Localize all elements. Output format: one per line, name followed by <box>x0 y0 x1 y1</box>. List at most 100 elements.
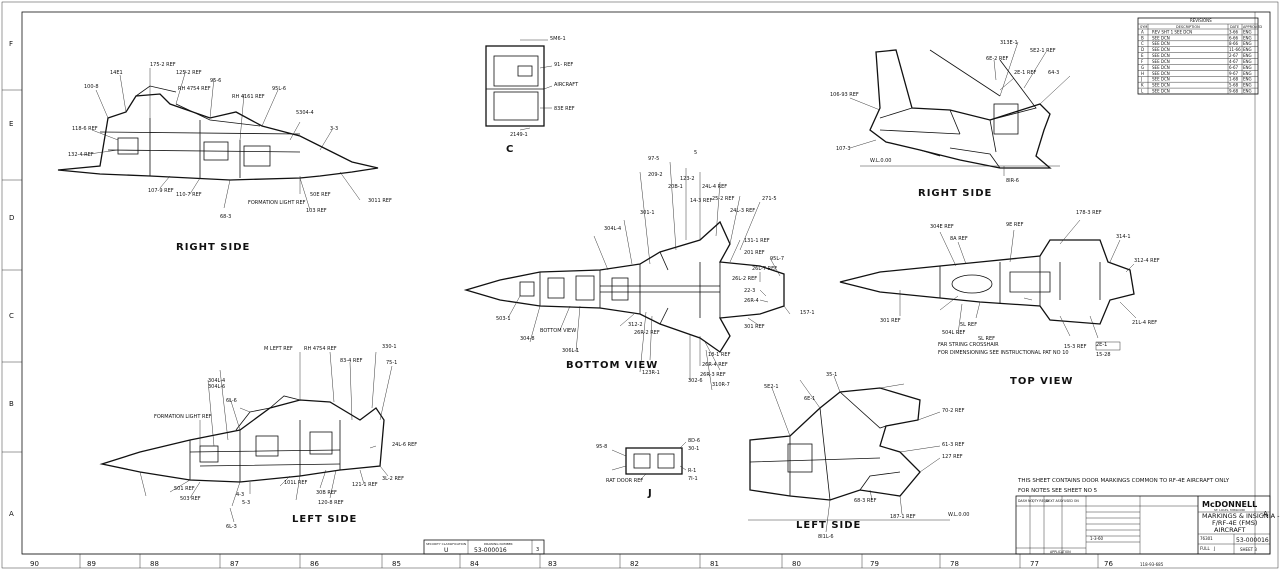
zone-number: 88 <box>150 560 159 568</box>
top-view: TOP VIEW 304E REF 8A REF 9E REF 178-3 RE… <box>839 210 1160 387</box>
callout: 15-3 REF <box>1064 344 1087 350</box>
revision-sym: F <box>1141 59 1144 64</box>
revision-desc: REV SHT 1 SEE DCN <box>1152 29 1192 34</box>
callout: 6E-1 <box>804 396 815 402</box>
callout: 503 REF <box>180 496 201 502</box>
callout: FOR DIMENSIONING SEE INSTRUCTIONAL PAT N… <box>938 350 1069 356</box>
zone-number: 78 <box>950 560 959 568</box>
callout: 304L-4 <box>604 226 621 232</box>
callout: 83-4 REF <box>340 358 363 364</box>
callout: 301 REF <box>880 318 901 324</box>
callout: 26L-2 REF <box>732 276 757 282</box>
callout: 7I-1 <box>688 476 698 482</box>
callout: 18-1 REF <box>708 352 731 358</box>
callout: 61-3 REF <box>942 442 965 448</box>
callout: 95-6 <box>210 78 221 84</box>
callout: 5-3 <box>242 500 250 506</box>
callout: 209-2 <box>648 172 663 178</box>
right-side-view-tail: RIGHT SIDE 313E-1 5E2-1 REF 6E-2 REF 2E-… <box>830 40 1071 199</box>
callout: 8I1L-6 <box>818 534 834 540</box>
company-name: McDONNELL <box>1202 500 1257 509</box>
callout: 127 REF <box>942 454 963 460</box>
revision-sym: G <box>1141 65 1144 70</box>
callout: 4-3 <box>236 492 244 498</box>
callout: 118-6 REF <box>72 126 98 132</box>
callout: BOTTOM VIEW <box>540 328 576 334</box>
revisions-column-header: DATE <box>1230 25 1239 29</box>
revision-sym: K <box>1141 83 1144 88</box>
zone-number: 90 <box>30 560 39 568</box>
zone-letter: D <box>9 214 14 222</box>
callout: 301 REF <box>744 324 765 330</box>
callout: 3L-2 REF <box>382 476 404 482</box>
callout: 30-1 <box>688 446 699 452</box>
revision-appr: ENG <box>1243 41 1252 46</box>
detail-c-view: 5M6-1 91- REF AIRCRAFT 83E REF 2149-1 C <box>485 36 579 155</box>
callout: 5304-4 <box>296 110 314 116</box>
revision-sym: D <box>1141 47 1144 52</box>
callout: 504L REF <box>942 330 966 336</box>
callout: 26R-2 REF <box>634 330 660 336</box>
zone-number: 82 <box>630 560 639 568</box>
callout: 314-1 <box>1116 234 1131 240</box>
detail-label: J <box>647 488 653 499</box>
callout: 5E2-1 <box>764 384 779 390</box>
callout: 306L-1 <box>562 348 579 354</box>
callout: 25-2 REF <box>712 196 735 202</box>
revisions-header: REVISIONS <box>1190 18 1212 23</box>
callout: AIRCRAFT <box>554 82 579 88</box>
callout: 91- REF <box>554 62 573 68</box>
callout: 21L-4 REF <box>1132 320 1157 326</box>
callout: 501 REF <box>174 486 195 492</box>
revisions-column-header: DESCRIPTION <box>1176 25 1200 29</box>
callout: FORMATION LIGHT REF <box>248 200 306 206</box>
callout: 75-1 <box>386 360 397 366</box>
callout: FORMATION LIGHT REF <box>154 414 212 420</box>
callout: 9E REF <box>1006 222 1024 228</box>
stub-security-value: U <box>444 547 448 554</box>
callout: 83E REF <box>554 106 575 112</box>
callout: 26L-7 REF <box>752 266 777 272</box>
revision-sym: C <box>1141 41 1144 46</box>
callout: 132-4 REF <box>68 152 94 158</box>
revision-sym: E <box>1141 53 1144 58</box>
callout: 201 REF <box>744 250 765 256</box>
revision-desc: SEE DCN <box>1152 65 1170 70</box>
drawing-title-line: AIRCRAFT <box>1214 526 1245 534</box>
callout: 68-3 <box>220 214 231 220</box>
title-block-header: DASH NO <box>1018 499 1033 503</box>
revision-desc: SEE DCN <box>1152 77 1170 82</box>
revision-sym: B <box>1141 35 1144 40</box>
callout: 304L-6 <box>208 384 225 390</box>
company-location: ST. LOUIS, MISSOURI <box>1214 508 1245 512</box>
left-side-view-tail: LEFT SIDE 5E2-1 6E-1 35-1 70-2 REF 61-3 … <box>748 372 969 540</box>
revision-sym: L <box>1141 89 1144 94</box>
callout: 301-1 <box>640 210 655 216</box>
callout: 6E-2 REF <box>986 56 1009 62</box>
callout: 20B-1 <box>668 184 683 190</box>
callout: 302-6 <box>688 378 703 384</box>
callout: 304L-4 <box>208 378 225 384</box>
callout: SL REF <box>978 336 995 342</box>
callout: 5M6-1 <box>550 36 566 42</box>
callout: R-1 <box>688 468 696 474</box>
code-ident: 76301 <box>1200 536 1213 541</box>
revision-desc: SEE DCN <box>1152 83 1170 88</box>
footer-code: 118-93-685 <box>1140 562 1164 567</box>
stub-drawing-number: 53-000016 <box>474 547 507 554</box>
sheet-number: SHEET 3 <box>1240 547 1257 552</box>
zone-number: 76 <box>1104 560 1113 568</box>
callout: 123R-1 <box>642 370 660 376</box>
left-side-view-lower: LEFT SIDE M LEFT REF RH 4754 REF 83-4 RE… <box>99 344 417 530</box>
revision-sym: A <box>1141 29 1144 34</box>
revision-appr: ENG <box>1243 35 1252 40</box>
note-line: FOR NOTES SEE SHEET NO 5 <box>1018 488 1098 494</box>
callout: 50E REF <box>310 192 331 198</box>
revisions-column-header: SYM <box>1140 25 1147 29</box>
revision-date: 6-66 <box>1229 35 1239 40</box>
callout: 97-5 <box>648 156 659 162</box>
callout: 70-2 REF <box>942 408 965 414</box>
callout: 6L-3 <box>226 524 237 530</box>
revision-date: 2-67 <box>1229 53 1239 58</box>
